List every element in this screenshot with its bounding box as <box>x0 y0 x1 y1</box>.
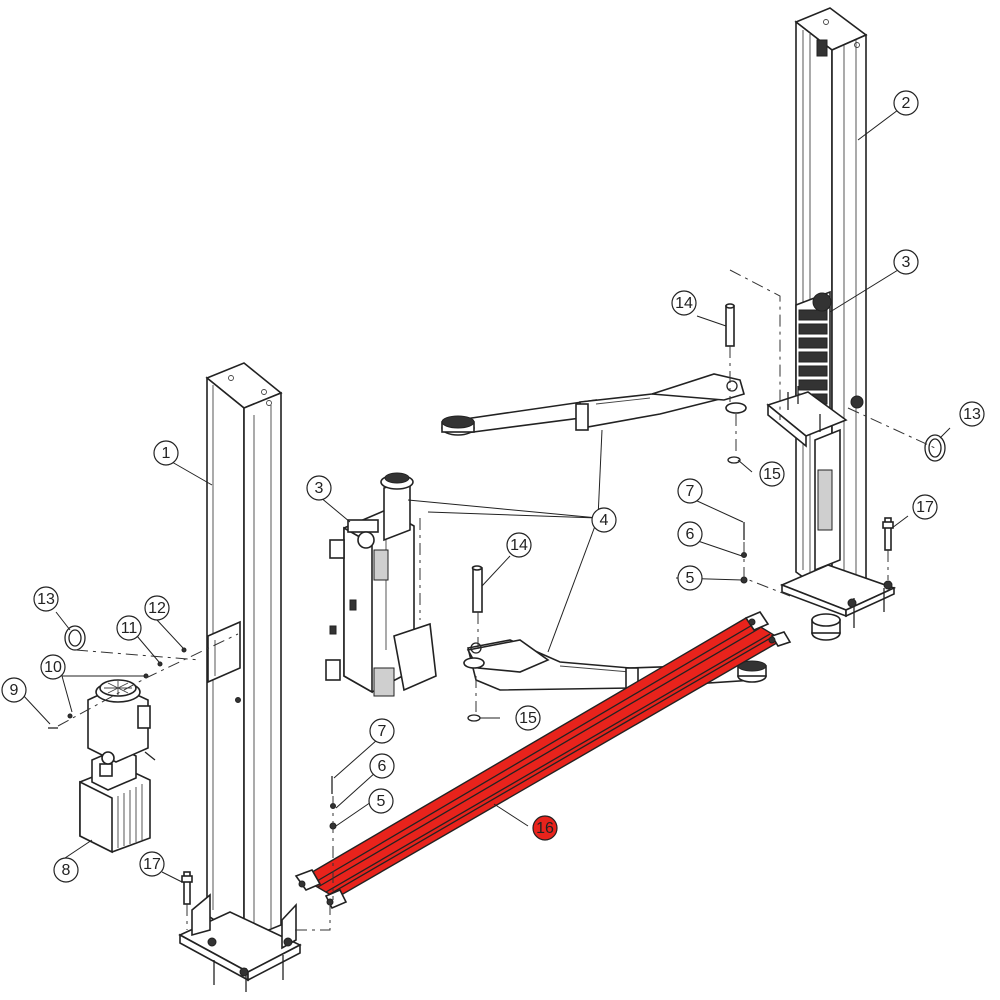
callout-label: 11 <box>121 620 138 637</box>
callout-circle <box>369 753 395 779</box>
callout-3: 3 <box>893 249 919 275</box>
leader-lines <box>21 109 951 883</box>
small-parts <box>48 303 946 905</box>
callout-label: 16 <box>536 820 554 837</box>
callout-5: 5 <box>368 788 394 814</box>
callout-label: 7 <box>378 723 387 740</box>
callout-label: 17 <box>916 499 934 516</box>
callout-14: 14 <box>506 532 532 558</box>
callout-14: 14 <box>671 290 697 316</box>
left-carriage <box>325 472 437 697</box>
callout-circle <box>759 461 785 487</box>
callout-label: 9 <box>10 682 19 699</box>
assembly-lines <box>57 269 936 931</box>
callout-circle <box>368 788 394 814</box>
callout-15: 15 <box>515 705 541 731</box>
callout-circle <box>677 478 703 504</box>
callout-label: 6 <box>686 526 695 543</box>
callout-label: 14 <box>675 295 693 312</box>
callout-circle <box>1 677 27 703</box>
callout-label: 5 <box>686 570 695 587</box>
callout-10: 10 <box>40 654 66 680</box>
callout-circle <box>912 494 938 520</box>
carriage-slots <box>798 309 828 405</box>
callout-circle <box>959 401 985 427</box>
callout-label: 13 <box>963 406 981 423</box>
callout-15: 15 <box>759 461 785 487</box>
callout-circle <box>153 440 179 466</box>
callout-label: 12 <box>148 600 166 617</box>
callout-circle <box>677 565 703 591</box>
callout-circle <box>33 586 59 612</box>
callout-label: 13 <box>37 591 55 608</box>
callout-label: 15 <box>763 466 781 483</box>
callout-6: 6 <box>369 753 395 779</box>
callout-circle <box>515 705 541 731</box>
callout-label: 8 <box>62 862 71 879</box>
callout-circle <box>506 532 532 558</box>
callout-circle <box>671 290 697 316</box>
callout-circle <box>139 851 165 877</box>
callout-label: 10 <box>44 659 62 676</box>
callout-13: 13 <box>959 401 985 427</box>
callout-11: 11 <box>116 615 142 641</box>
callout-label: 7 <box>686 483 695 500</box>
callout-7: 7 <box>677 478 703 504</box>
callout-circle <box>144 595 170 621</box>
callout-16: 16 <box>532 815 558 841</box>
callout-13: 13 <box>33 586 59 612</box>
callout-circle <box>306 475 332 501</box>
callout-label: 15 <box>519 710 537 727</box>
callout-2: 2 <box>893 90 919 116</box>
callout-circle <box>893 90 919 116</box>
right-post <box>766 7 897 641</box>
callout-17: 17 <box>912 494 938 520</box>
left-post <box>178 362 302 992</box>
callout-5: 5 <box>677 565 703 591</box>
callout-circle <box>532 815 558 841</box>
callout-label: 6 <box>378 758 387 775</box>
callout-1: 1 <box>153 440 179 466</box>
reservoir-ribs <box>117 784 143 848</box>
callout-label: 3 <box>315 480 324 497</box>
callout-label: 5 <box>377 793 386 810</box>
callout-circle <box>369 718 395 744</box>
callout-12: 12 <box>144 595 170 621</box>
callout-label: 14 <box>510 537 528 554</box>
callout-label: 2 <box>902 95 911 112</box>
callout-8: 8 <box>53 857 79 883</box>
power-unit <box>79 679 156 854</box>
floor-plate-highlighted <box>294 611 792 910</box>
callout-circle <box>53 857 79 883</box>
callout-label: 17 <box>143 856 161 873</box>
callout-label: 4 <box>600 512 609 529</box>
callout-3: 3 <box>306 475 332 501</box>
callout-circle <box>40 654 66 680</box>
callout-label: 3 <box>902 254 911 271</box>
callout-4: 4 <box>591 507 617 533</box>
callout-9: 9 <box>1 677 27 703</box>
callout-label: 1 <box>162 445 171 462</box>
callout-circle <box>591 507 617 533</box>
callout-6: 6 <box>677 521 703 547</box>
callout-7: 7 <box>369 718 395 744</box>
callout-circle <box>116 615 142 641</box>
callout-circle <box>893 249 919 275</box>
callout-circle <box>677 521 703 547</box>
upper-arm <box>441 373 747 436</box>
callout-17: 17 <box>139 851 165 877</box>
